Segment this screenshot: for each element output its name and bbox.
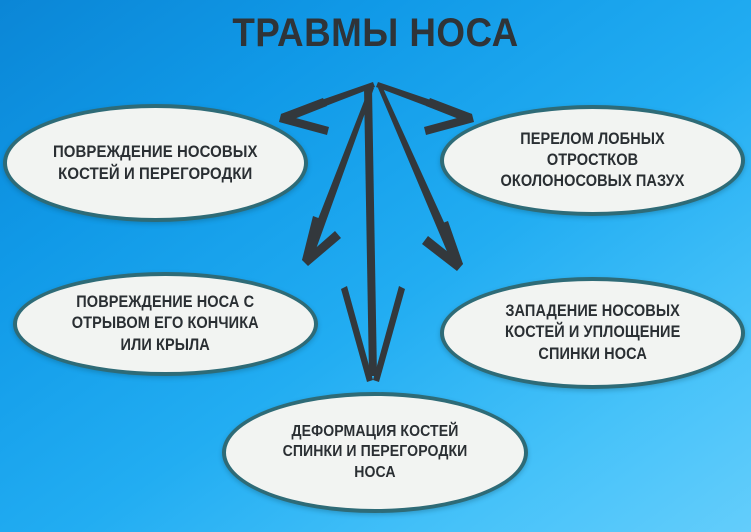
- node-mid-left-label: ПОВРЕЖДЕНИЕ НОСА С ОТРЫВОМ ЕГО КОНЧИКА И…: [72, 293, 259, 354]
- node-top-left[interactable]: ПОВРЕЖДЕНИЕ НОСОВЫХ КОСТЕЙ И ПЕРЕГОРОДКИ: [3, 104, 308, 222]
- node-mid-left[interactable]: ПОВРЕЖДЕНИЕ НОСА С ОТРЫВОМ ЕГО КОНЧИКА И…: [13, 272, 318, 376]
- node-mid-right[interactable]: ЗАПАДЕНИЕ НОСОВЫХ КОСТЕЙ И УПЛОЩЕНИЕ СПИ…: [440, 277, 745, 389]
- node-bottom[interactable]: ДЕФОРМАЦИЯ КОСТЕЙ СПИНКИ И ПЕРЕГОРОДКИ Н…: [222, 392, 528, 513]
- node-top-left-label: ПОВРЕЖДЕНИЕ НОСОВЫХ КОСТЕЙ И ПЕРЕГОРОДКИ: [53, 142, 258, 183]
- page-title: ТРАВМЫ НОСА: [232, 11, 519, 55]
- node-top-right-label: ПЕРЕЛОМ ЛОБНЫХ ОТРОСТКОВ ОКОЛОНОСОВЫХ ПА…: [500, 129, 685, 191]
- node-bottom-label: ДЕФОРМАЦИЯ КОСТЕЙ СПИНКИ И ПЕРЕГОРОДКИ Н…: [282, 422, 468, 481]
- node-top-right[interactable]: ПЕРЕЛОМ ЛОБНЫХ ОТРОСТКОВ ОКОЛОНОСОВЫХ ПА…: [440, 105, 745, 216]
- node-mid-right-label: ЗАПАДЕНИЕ НОСОВЫХ КОСТЕЙ И УПЛОЩЕНИЕ СПИ…: [504, 302, 681, 363]
